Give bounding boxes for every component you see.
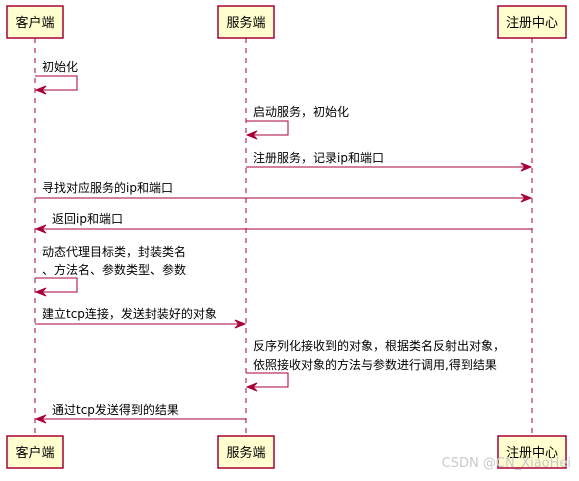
message-arrow-7 (246, 372, 289, 388)
message-arrowhead-0 (34, 85, 47, 95)
participant-box-server-bottom (217, 435, 275, 469)
message-arrowhead-4 (34, 224, 47, 234)
message-label-7-0: 反序列化接收到的对象，根据类名反射出对象， (253, 338, 505, 353)
message-label-4: 返回ip和端口 (52, 212, 123, 226)
message-arrowhead-7 (245, 382, 258, 392)
participant-box-client-top (6, 5, 64, 39)
message-arrowhead-3 (520, 193, 533, 203)
message-arrow-0 (35, 75, 78, 91)
message-arrowhead-1 (245, 130, 258, 140)
message-arrowhead-5 (34, 287, 47, 297)
message-label-8: 通过tcp发送得到的结果 (52, 402, 179, 417)
message-label-1: 启动服务，初始化 (253, 104, 349, 119)
message-label-0: 初始化 (42, 60, 78, 74)
watermark: CSDN @CN_XiaoHei (441, 456, 571, 471)
participant-label-server-bottom: 服务端 (226, 445, 265, 461)
message-label-5-1: 、方法名、参数类型、参数 (42, 262, 186, 277)
participant-label-server-top: 服务端 (226, 15, 265, 31)
message-label-7-1: 依照接收对象的方法与参数进行调用,得到结果 (253, 357, 497, 372)
participant-box-server-top (217, 5, 275, 39)
participant-box-registry-top (497, 5, 567, 39)
message-label-2: 注册服务，记录ip和端口 (253, 150, 384, 165)
message-label-5-0: 动态代理目标类，封装类名 (42, 244, 186, 259)
message-label-3: 寻找对应服务的ip和端口 (42, 180, 173, 195)
participant-label-client-bottom: 客户端 (15, 445, 54, 461)
message-label-6: 建立tcp连接，发送封装好的对象 (42, 306, 217, 321)
message-arrow-5 (35, 277, 78, 293)
participant-label-registry-bottom: 注册中心 (506, 446, 558, 461)
message-arrow-1 (246, 120, 289, 136)
participant-box-client-bottom (6, 435, 64, 469)
message-arrowhead-8 (34, 414, 47, 424)
message-arrowhead-6 (234, 319, 247, 329)
participant-label-registry-top: 注册中心 (506, 16, 558, 31)
participant-label-client-top: 客户端 (15, 15, 54, 31)
message-arrowhead-2 (520, 162, 533, 172)
participant-box-registry-bottom (497, 435, 567, 469)
